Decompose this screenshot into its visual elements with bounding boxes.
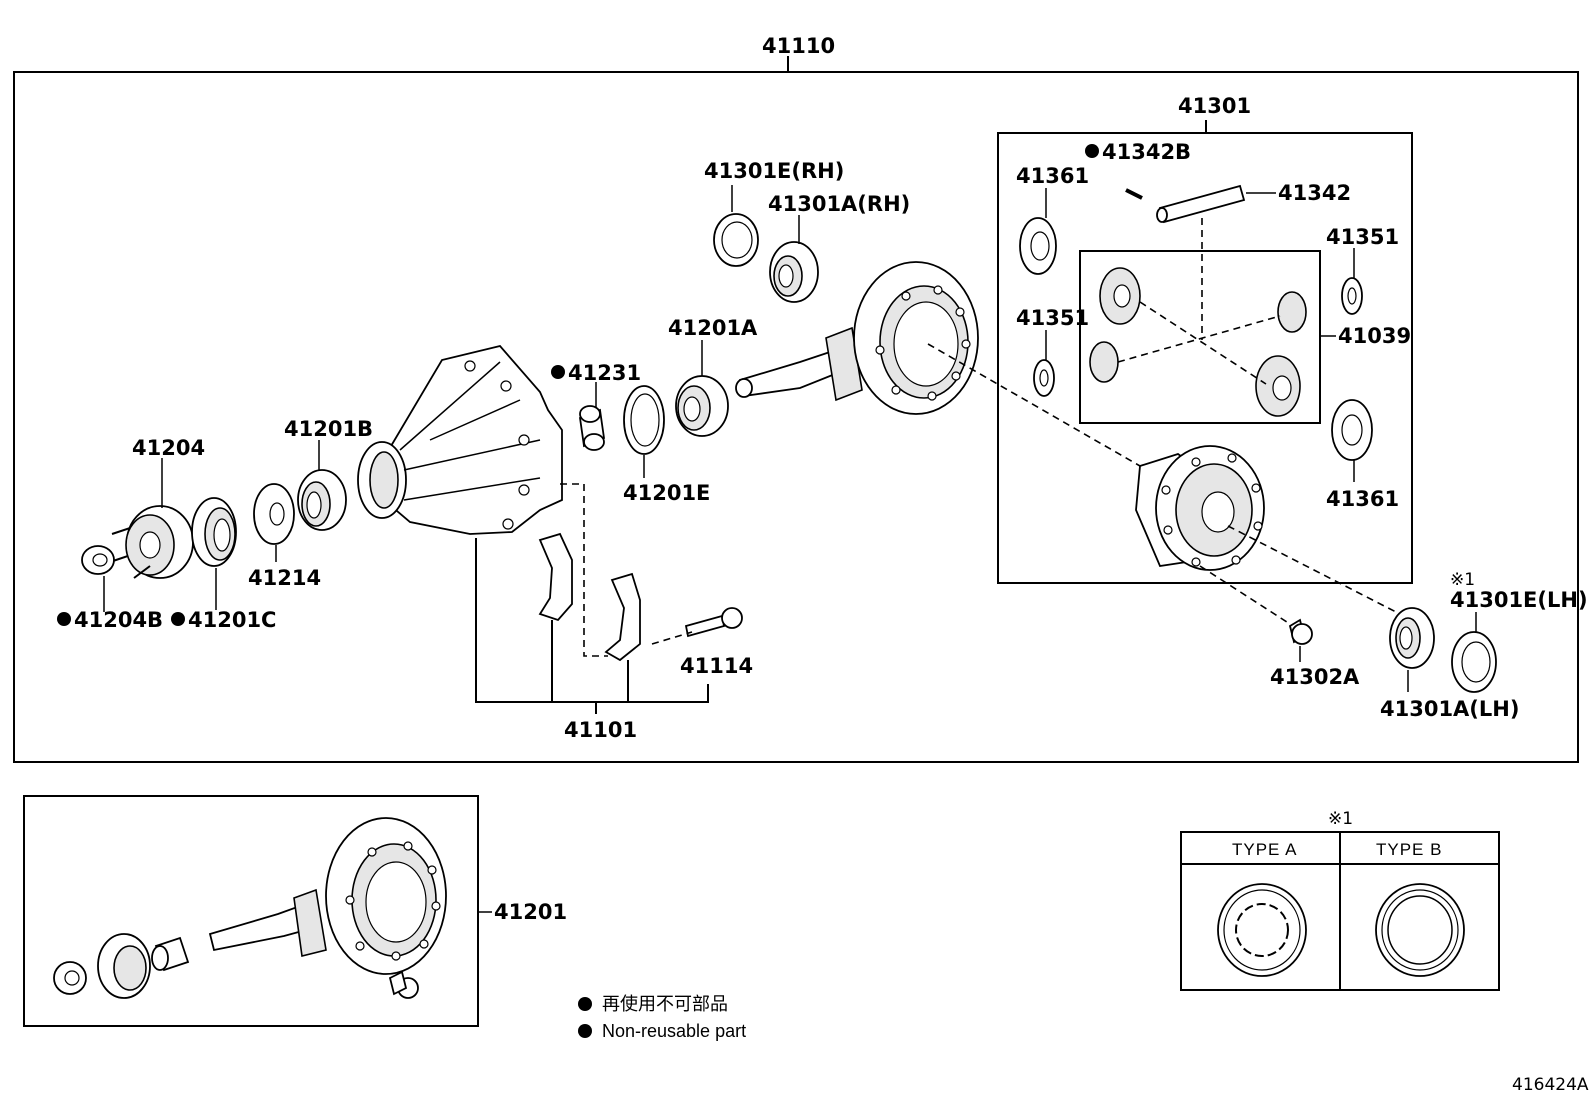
bearing-41201B[interactable] bbox=[297, 469, 347, 531]
pinion-shaft-41342[interactable] bbox=[1156, 184, 1246, 224]
type-a-header: TYPE A bbox=[1232, 840, 1298, 859]
label-41342[interactable]: 41342 bbox=[1278, 181, 1351, 205]
spacer-41231[interactable] bbox=[579, 405, 605, 451]
type-b-washer bbox=[1375, 883, 1465, 977]
carrier-housing[interactable] bbox=[357, 344, 563, 535]
label-41201C[interactable]: 41201C bbox=[188, 608, 276, 632]
bearing-cap-right[interactable] bbox=[604, 572, 641, 662]
label-41342B[interactable]: 41342B bbox=[1102, 140, 1191, 164]
shim-41201E[interactable] bbox=[623, 385, 665, 455]
non-reusable-bullet-icon bbox=[578, 1024, 592, 1038]
subassembly-frame-41201 bbox=[23, 795, 479, 1027]
nut-41204B[interactable] bbox=[81, 545, 115, 575]
side-gear-top[interactable] bbox=[1099, 267, 1141, 325]
label-41201E[interactable]: 41201E bbox=[623, 481, 710, 505]
washer-41214[interactable] bbox=[253, 483, 295, 545]
label-41301E-LH-mark: ※1 bbox=[1450, 570, 1475, 590]
label-41301[interactable]: 41301 bbox=[1178, 94, 1251, 118]
label-41204B[interactable]: 41204B bbox=[74, 608, 163, 632]
pinion-gear-right[interactable] bbox=[1277, 291, 1307, 333]
differential-case[interactable] bbox=[1135, 445, 1265, 571]
label-41201[interactable]: 41201 bbox=[494, 900, 567, 924]
label-41114[interactable]: 41114 bbox=[680, 654, 753, 678]
pinion-gear-left[interactable] bbox=[1089, 341, 1119, 383]
label-41301A-LH[interactable]: 41301A(LH) bbox=[1380, 697, 1519, 721]
bearing-41201A[interactable] bbox=[675, 375, 729, 437]
bolt-41114[interactable] bbox=[684, 607, 743, 638]
label-41110[interactable]: 41110 bbox=[762, 34, 835, 58]
label-41301A-RH[interactable]: 41301A(RH) bbox=[768, 192, 910, 216]
legend-japanese: 再使用不可部品 bbox=[602, 994, 728, 1014]
ring-gear-pinion-set-41201[interactable] bbox=[53, 817, 447, 999]
label-41201B[interactable]: 41201B bbox=[284, 417, 373, 441]
label-41214[interactable]: 41214 bbox=[248, 566, 321, 590]
label-41301E-RH[interactable]: 41301E(RH) bbox=[704, 159, 844, 183]
bearing-cap-left[interactable] bbox=[538, 532, 573, 622]
washer-41301E-RH[interactable] bbox=[713, 213, 759, 267]
washer-41301E-LH[interactable] bbox=[1451, 631, 1497, 693]
label-41301E-LH[interactable]: 41301E(LH) bbox=[1450, 588, 1588, 612]
non-reusable-bullet-icon bbox=[551, 365, 565, 379]
subassembly-frame-41039 bbox=[1079, 250, 1321, 424]
label-41231[interactable]: 41231 bbox=[568, 361, 641, 385]
bearing-41301A-LH[interactable] bbox=[1389, 607, 1435, 669]
type-table-note: ※1 bbox=[1328, 809, 1353, 829]
diagram-id: 416424A bbox=[1512, 1075, 1589, 1095]
non-reusable-bullet-icon bbox=[578, 997, 592, 1011]
label-41351-left[interactable]: 41351 bbox=[1016, 306, 1089, 330]
washer-41351-right[interactable] bbox=[1341, 277, 1363, 315]
assembly-frame-41110 bbox=[13, 71, 1579, 763]
label-41201A[interactable]: 41201A bbox=[668, 316, 758, 340]
label-41039[interactable]: 41039 bbox=[1338, 324, 1411, 348]
washer-41351-left[interactable] bbox=[1033, 359, 1055, 397]
legend-english: Non-reusable part bbox=[602, 1021, 746, 1041]
ring-gear-pinion[interactable] bbox=[735, 261, 979, 415]
label-41361-top[interactable]: 41361 bbox=[1016, 164, 1089, 188]
label-41101[interactable]: 41101 bbox=[564, 718, 637, 742]
label-41351-right[interactable]: 41351 bbox=[1326, 225, 1399, 249]
subassembly-frame-41301 bbox=[997, 132, 1413, 584]
washer-41361-top[interactable] bbox=[1019, 217, 1057, 275]
washer-41361-bottom[interactable] bbox=[1331, 399, 1373, 461]
side-gear-bottom[interactable] bbox=[1255, 355, 1301, 417]
non-reusable-bullet-icon bbox=[57, 612, 71, 626]
label-41361-bottom[interactable]: 41361 bbox=[1326, 487, 1399, 511]
label-41204[interactable]: 41204 bbox=[132, 436, 205, 460]
companion-flange-41204[interactable] bbox=[109, 505, 194, 579]
type-a-washer bbox=[1217, 883, 1307, 977]
non-reusable-bullet-icon bbox=[1085, 144, 1099, 158]
oil-seal-41201C[interactable] bbox=[191, 497, 237, 567]
non-reusable-bullet-icon bbox=[171, 612, 185, 626]
bolt-41302A[interactable] bbox=[1288, 618, 1313, 645]
type-b-header: TYPE B bbox=[1376, 840, 1442, 859]
bearing-41301A-RH[interactable] bbox=[769, 241, 819, 303]
label-41302A[interactable]: 41302A bbox=[1270, 665, 1360, 689]
